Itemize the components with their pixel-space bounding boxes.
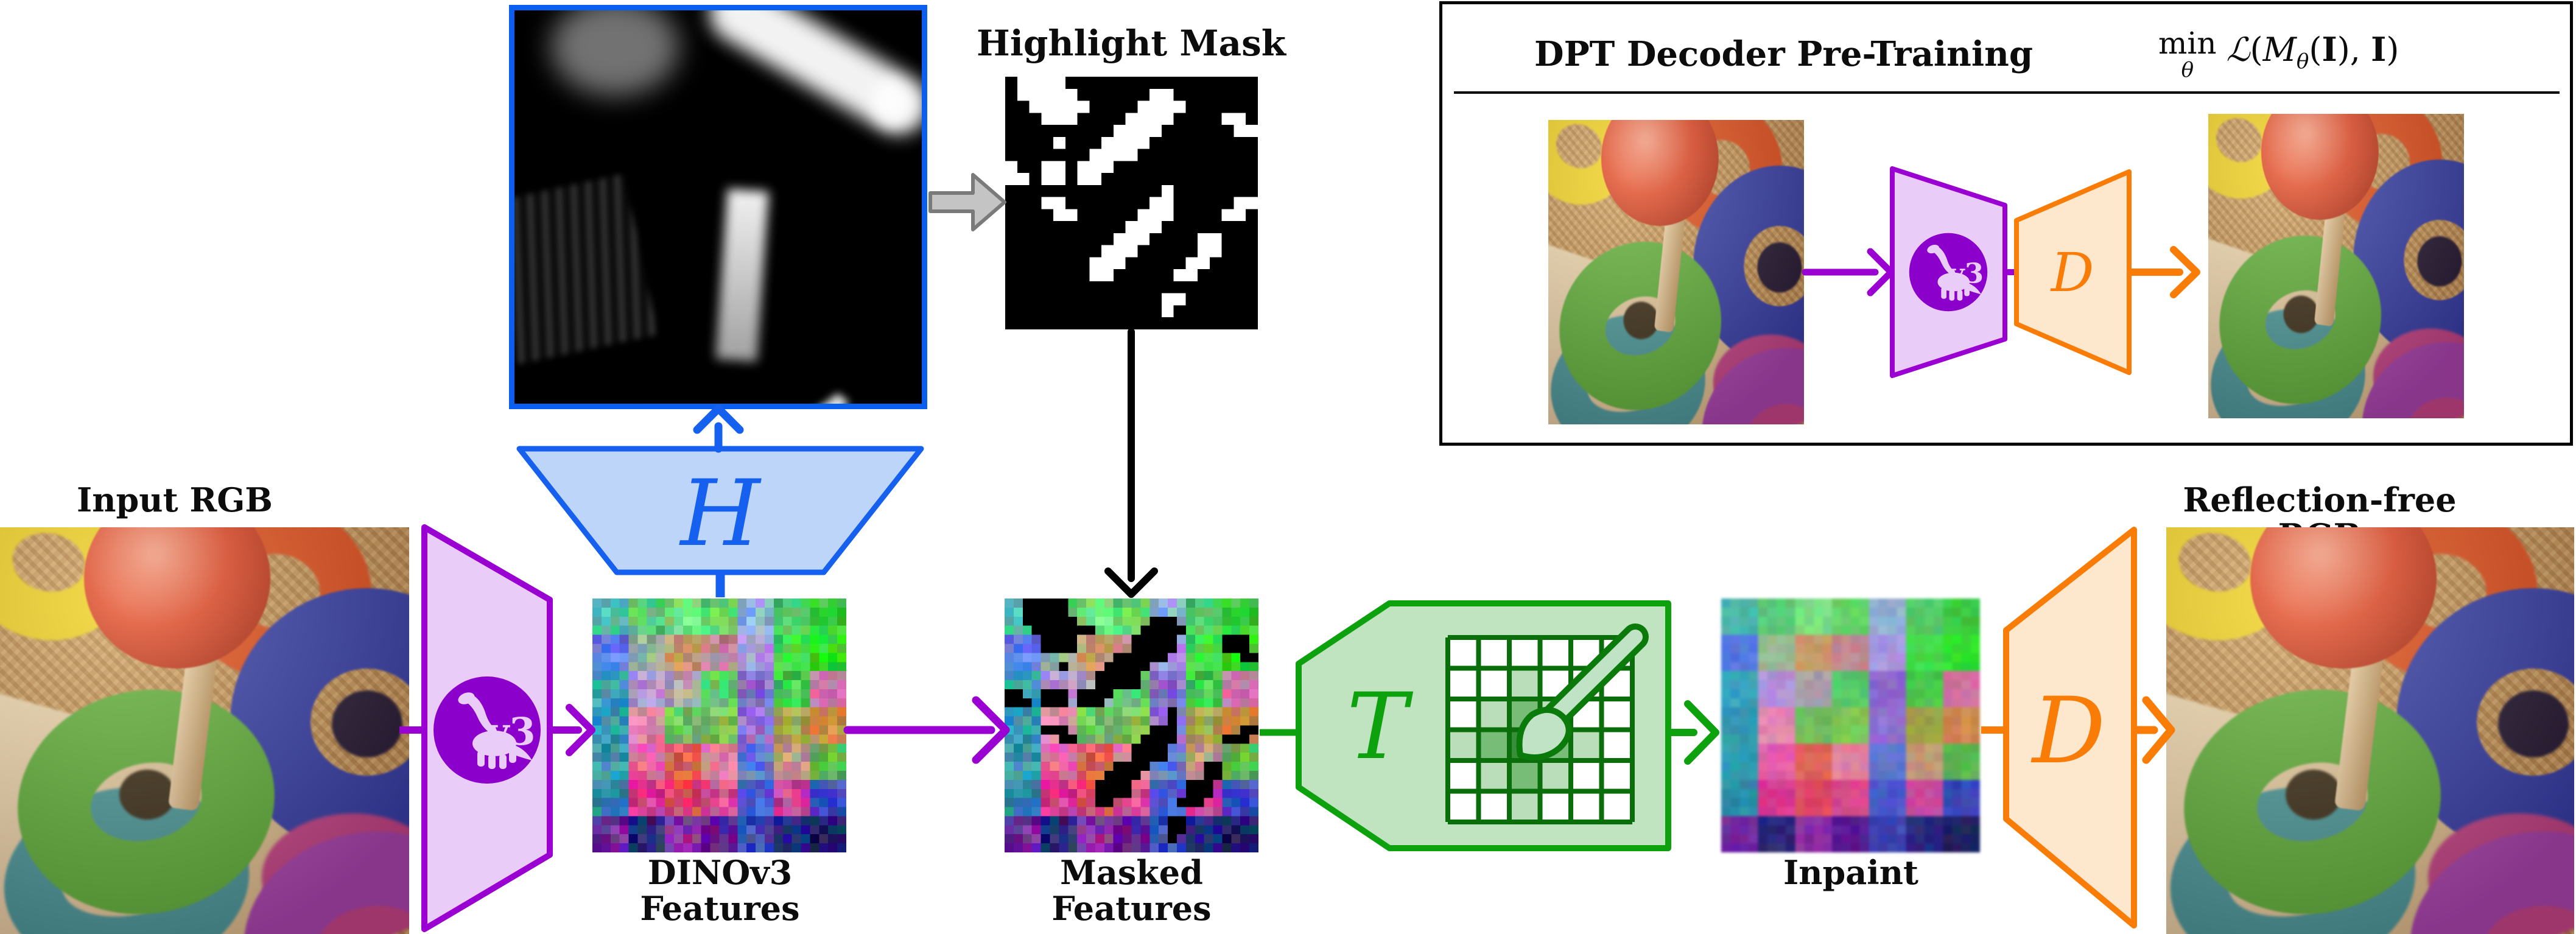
pretrain-dinov3-badge: v3	[1909, 233, 1988, 312]
pretrain-objective-formula: min θ ℒ(Mθ(I), I)	[2158, 28, 2399, 80]
highlight-glow	[551, 10, 679, 96]
pretrain-encoder-v3-label: v3	[1948, 258, 1984, 290]
pretrain-decoder-trapezoid	[2014, 169, 2132, 375]
dinov3-features-label: DINOv3 Features	[640, 853, 800, 929]
features-to-masked-arrow	[843, 696, 1010, 764]
inpaint-grid-icon	[1445, 635, 1635, 824]
encoder-to-features-arrow	[547, 704, 595, 756]
toy-red	[2250, 527, 2437, 669]
inpaint-grid-cell	[1509, 668, 1540, 699]
intensity-to-mask-arrow	[928, 173, 1006, 231]
decoder-to-output-arrow	[2131, 696, 2175, 764]
toy-light	[0, 527, 409, 934]
inpaint-label: Inpaint	[1783, 853, 1918, 892]
pretrain-output-arrow	[2127, 246, 2200, 298]
pretrain-decoder-label: D	[2050, 241, 2094, 304]
toy-light	[1548, 120, 1804, 424]
inpaint-grid-cell	[1478, 699, 1509, 730]
highlight-dot	[872, 79, 909, 126]
toy-red	[2261, 114, 2379, 220]
inpaint-grid-cell	[1509, 791, 1540, 822]
toy-red	[84, 527, 270, 669]
toy-magenta	[2428, 813, 2574, 934]
highlight-head-trapezoid	[516, 446, 924, 575]
highlight-head-label: H	[679, 461, 762, 567]
reflection-free-rgb-photo	[2166, 527, 2574, 934]
masked-features-image	[1005, 599, 1258, 852]
inpaint-grid-cell	[1540, 760, 1571, 792]
toy-bluehole	[2498, 690, 2569, 757]
dinov3-badge: v3	[433, 676, 541, 784]
pretrain-separator	[1454, 91, 2560, 94]
decoder-label: D	[2030, 678, 2105, 784]
input-rgb-photo	[0, 527, 409, 934]
head-to-intensity-arrow	[693, 404, 744, 453]
encoder-v3-label: v3	[486, 709, 535, 754]
dino-icon	[458, 692, 532, 769]
inpaint-grid-cell	[1478, 760, 1509, 792]
masked-features-label: Masked Features	[1051, 853, 1212, 929]
toy-bluehole	[332, 690, 402, 757]
inpaint-grid-cell	[1478, 729, 1509, 760]
toy-photo-art	[2166, 527, 2574, 934]
inpaint-features-image	[1721, 599, 1980, 852]
pretrain-title: DPT Decoder Pre-Training	[1534, 34, 2033, 74]
toy-greenhole	[2286, 770, 2342, 820]
transformer-to-inpaint-arrow	[1666, 700, 1719, 765]
dino-icon	[1927, 244, 1982, 301]
toy-bluehole	[1757, 242, 1802, 293]
pretrain-output-photo	[2208, 114, 2464, 418]
loss-expression: ℒ(Mθ(I), I)	[2226, 30, 2399, 74]
highlight-mask-label: Highlight Mask	[977, 23, 1286, 64]
toy-light	[2208, 114, 2464, 418]
inpaint-grid-cell	[1509, 760, 1540, 792]
mask-to-masked-features-arrow	[1104, 328, 1158, 598]
dinov3-features-image	[592, 599, 846, 852]
highlight-intensity-image	[509, 5, 927, 409]
toy-greenhole	[119, 770, 175, 820]
toy-red	[1601, 120, 1719, 226]
highlight-mask-image	[1005, 77, 1258, 329]
input-rgb-label: Input RGB	[77, 480, 273, 519]
toy-light	[2166, 527, 2574, 934]
toy-photo-art	[2208, 114, 2464, 418]
inpaint-grid-cell	[1571, 729, 1602, 760]
inpaint-grid-cell	[1448, 729, 1479, 760]
paintbrush-icon	[1516, 623, 1649, 760]
toy-greenhole	[1623, 301, 1659, 339]
toy-bluehole	[2417, 236, 2462, 287]
pretrain-input-arrow	[1802, 248, 1895, 297]
pretrain-input-photo	[1548, 120, 1804, 424]
toy-greenhole	[2283, 295, 2319, 333]
decoder-trapezoid	[2003, 527, 2137, 929]
transformer-label: T	[1347, 674, 1414, 780]
toy-photo-art	[0, 527, 409, 934]
toy-photo-art	[1548, 120, 1804, 424]
min-operator: min θ	[2158, 26, 2217, 82]
